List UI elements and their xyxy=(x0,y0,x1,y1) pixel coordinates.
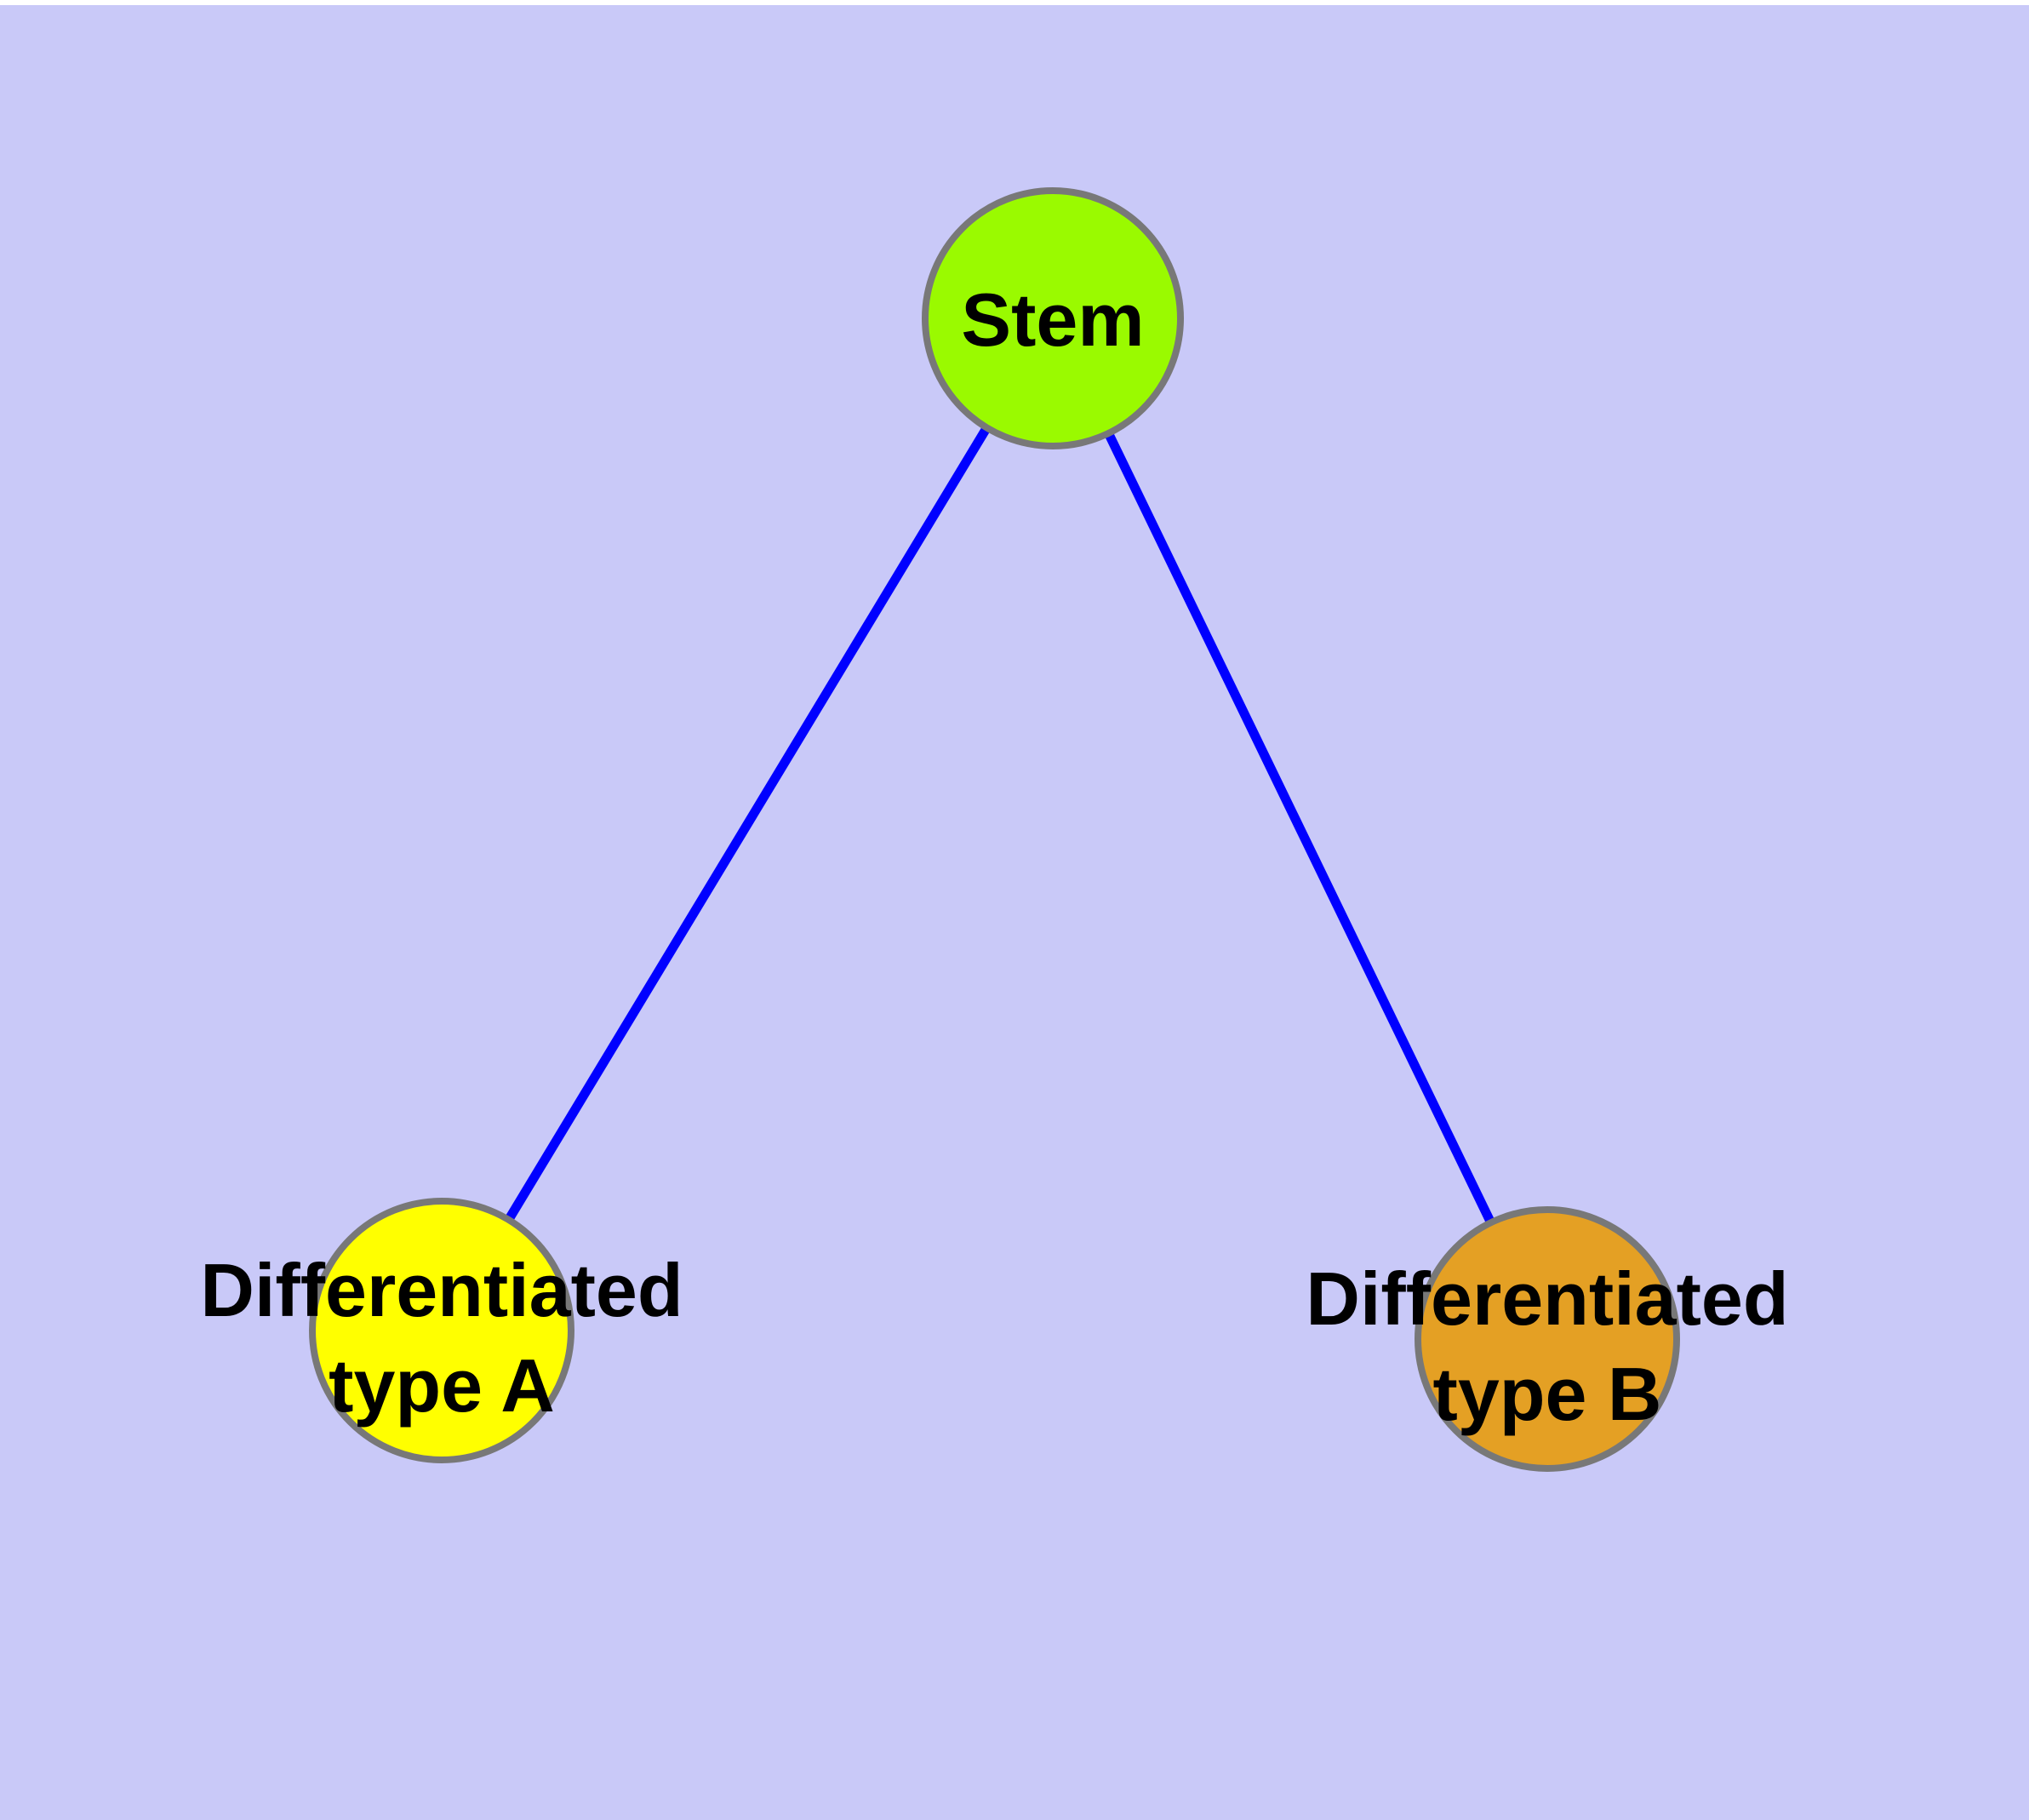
node-differentiated-type-a xyxy=(309,1198,574,1463)
node-type-b-label-line1: Differentiated xyxy=(1306,1256,1788,1341)
edge-stem-to-type-b xyxy=(1049,316,1552,1342)
node-type-b-label-line2: type B xyxy=(1433,1352,1662,1436)
node-differentiated-type-b xyxy=(1415,1206,1680,1472)
node-type-a-label-line2: type A xyxy=(329,1343,555,1428)
node-stem xyxy=(922,187,1184,449)
edge-stem-to-type-a xyxy=(437,316,1057,1333)
node-type-a-label-line1: Differentiated xyxy=(200,1248,683,1332)
node-stem-label: Stem xyxy=(961,278,1144,362)
